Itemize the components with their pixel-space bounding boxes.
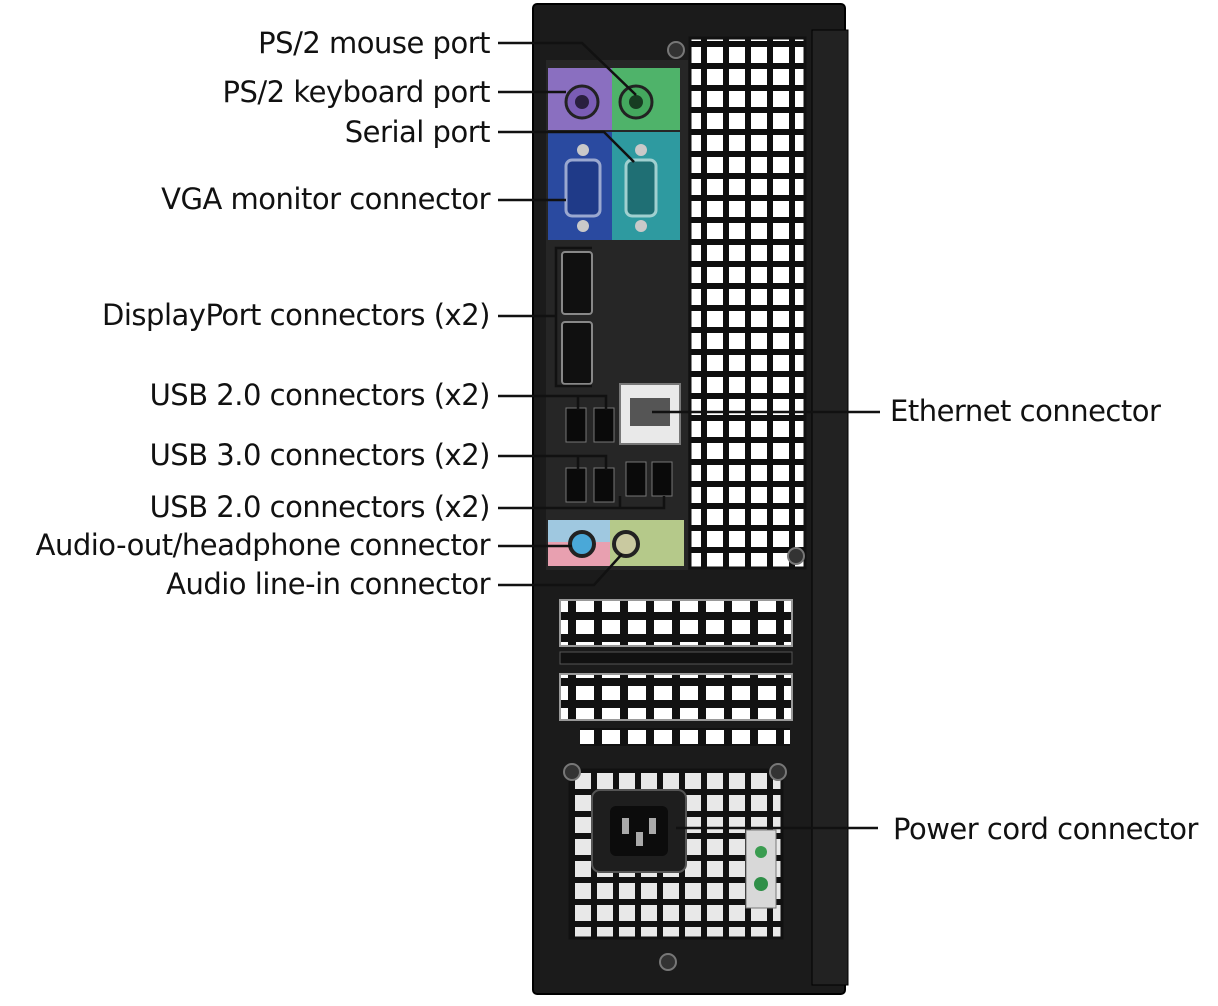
label-serial: Serial port [344, 115, 491, 149]
usb30-port-1 [565, 467, 587, 503]
label-ethernet: Ethernet connector [890, 394, 1161, 428]
label-audio-out: Audio-out/headphone connector [35, 528, 491, 562]
usb30-port-2 [593, 467, 615, 503]
expansion-slot-2 [559, 673, 793, 721]
displayport-upper [561, 251, 593, 315]
expansion-slot-1 [559, 599, 793, 647]
label-ps2-mouse: PS/2 mouse port [258, 26, 490, 60]
leader-lines [498, 41, 880, 830]
usb20-port-3 [625, 461, 647, 497]
label-displayport: DisplayPort connectors (x2) [102, 298, 490, 332]
label-usb20-top: USB 2.0 connectors (x2) [149, 378, 491, 412]
label-ps2-keyboard: PS/2 keyboard port [222, 75, 490, 109]
label-usb20-bottom: USB 2.0 connectors (x2) [149, 490, 491, 524]
chassis-side-rail [811, 29, 849, 986]
usb20-port-4 [651, 461, 673, 497]
label-power: Power cord connector [893, 812, 1198, 846]
audio-out-jack [568, 530, 596, 558]
serial-connector [624, 158, 658, 218]
displayport-lower [561, 321, 593, 385]
label-usb30: USB 3.0 connectors (x2) [149, 438, 491, 472]
top-vent-grille [690, 38, 805, 568]
label-audio-in: Audio line-in connector [166, 567, 490, 601]
vga-connector [564, 158, 602, 218]
usb20-port-2 [593, 407, 615, 443]
usb20-port-1 [565, 407, 587, 443]
audio-in-jack [612, 530, 640, 558]
psu-test-button-panel [745, 829, 777, 909]
label-vga: VGA monitor connector [161, 182, 490, 216]
